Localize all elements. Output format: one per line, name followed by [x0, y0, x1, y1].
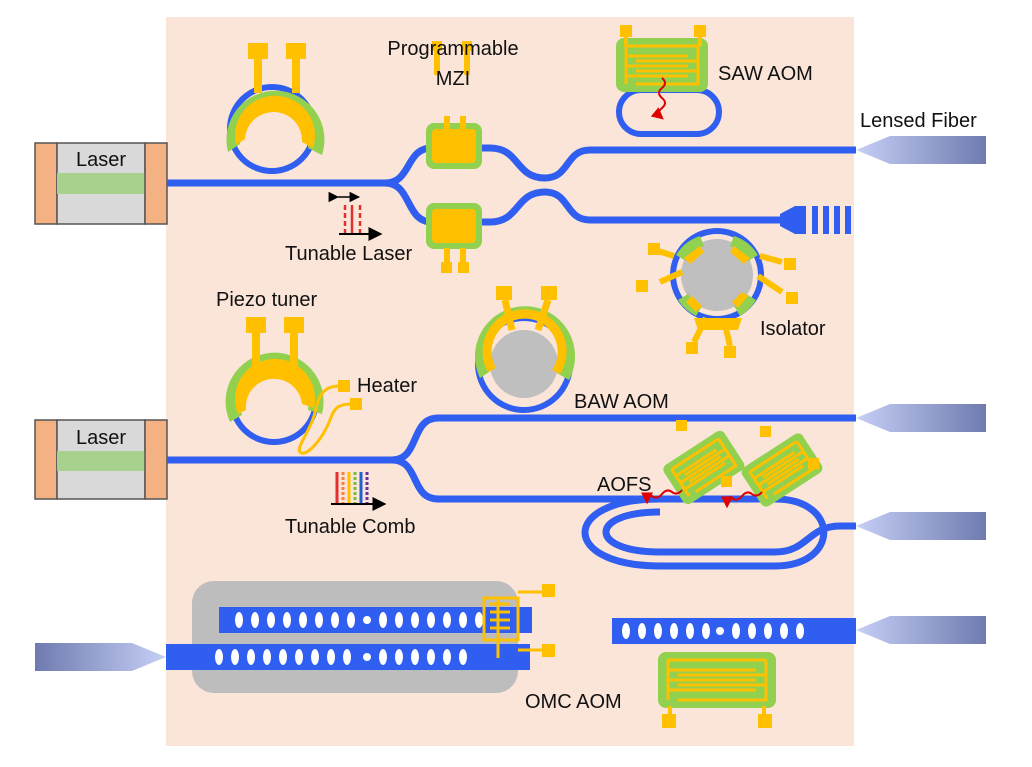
lensed-fiber-input	[35, 643, 166, 671]
laser-top-label: Laser	[76, 149, 126, 171]
lensed-fiber-top: Lensed Fiber	[856, 110, 986, 164]
tunable-laser-indicator: Tunable Laser	[285, 191, 412, 265]
laser-bottom: Laser	[34, 419, 168, 500]
tunable-comb-label: Tunable Comb	[285, 516, 415, 538]
lensed-fiber-label: Lensed Fiber	[860, 110, 977, 132]
lensed-fiber-omc	[856, 616, 986, 644]
lensed-fiber-mid	[856, 404, 986, 432]
heater-label: Heater	[357, 375, 417, 397]
lensed-fiber-aofs	[856, 512, 986, 540]
ring-resonator-top-left	[226, 43, 325, 174]
omc-pads-left	[542, 584, 555, 657]
omc-transducer-right	[658, 652, 776, 728]
omc-electrode-left	[482, 590, 544, 658]
omc-waveguide-right	[612, 618, 856, 644]
mzi-phase-shifter-lower	[426, 203, 482, 273]
tunable-laser-label: Tunable Laser	[285, 243, 412, 265]
grating-coupler	[780, 206, 851, 234]
baw-aom: BAW AOM	[475, 286, 669, 413]
aofs-transducer-left	[663, 430, 745, 505]
saw-aom: SAW AOM	[616, 25, 813, 137]
heater: Heater	[297, 375, 417, 455]
aofs-label: AOFS	[597, 474, 651, 496]
saw-aom-label: SAW AOM	[718, 63, 813, 85]
mzi-label-line1: Programmable	[387, 38, 518, 60]
piezo-tuner-ring: Piezo tuner	[216, 289, 324, 445]
omc-waveguide-upper	[219, 607, 532, 633]
isolator-label: Isolator	[760, 318, 826, 340]
top-waveguides	[167, 144, 856, 226]
piezo-tuner-label: Piezo tuner	[216, 289, 318, 311]
omc-aom-label: OMC AOM	[525, 691, 622, 713]
omc-substrate	[192, 581, 518, 693]
isolator: Isolator	[636, 228, 826, 358]
laser-top: Laser	[34, 142, 168, 225]
omc-waveguide-lower	[166, 644, 530, 670]
laser-bottom-label: Laser	[76, 427, 126, 449]
mzi-phase-shifter-upper	[426, 41, 482, 169]
mzi-label-line2: MZI	[436, 68, 470, 90]
tunable-comb-indicator: Tunable Comb	[285, 472, 415, 538]
aofs-acoustic-waves	[641, 489, 763, 509]
aofs-pads	[676, 420, 819, 487]
bottom-waveguides	[167, 414, 856, 570]
baw-aom-label: BAW AOM	[574, 391, 669, 413]
